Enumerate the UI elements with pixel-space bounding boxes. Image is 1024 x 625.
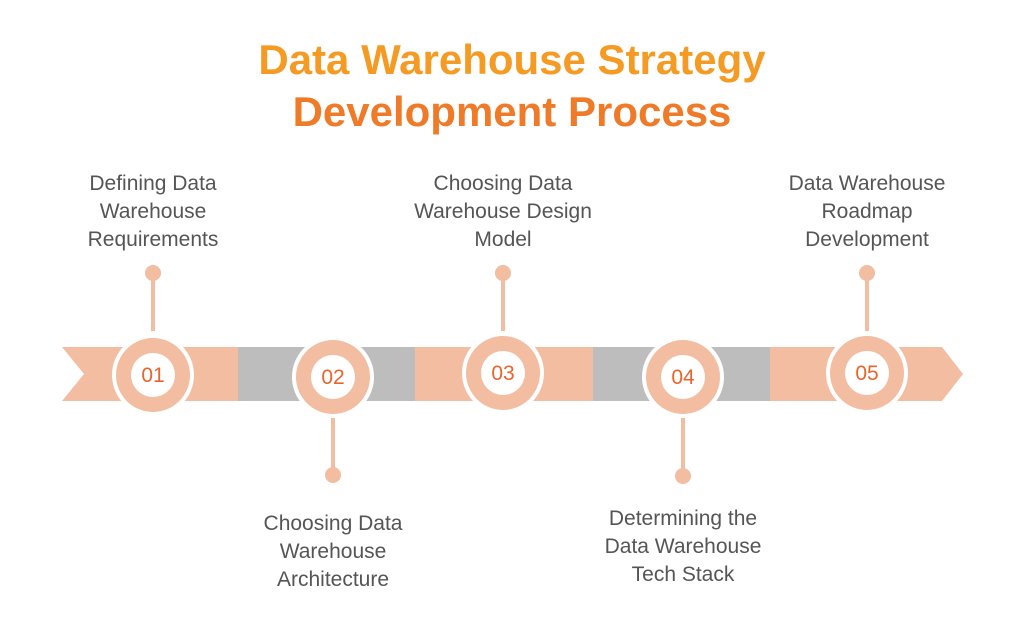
- step-label-line: Tech Stack: [631, 563, 735, 586]
- step-label-line: Warehouse: [279, 540, 387, 563]
- connector-dot: [859, 265, 875, 281]
- title-line-1: Data Warehouse Strategy: [258, 36, 766, 83]
- step-label-line: Warehouse Design: [414, 200, 592, 223]
- step-label-line: Determining the: [608, 507, 758, 530]
- step-circle-inner: [661, 355, 705, 399]
- connector-dot: [325, 467, 341, 483]
- step-circle-inner: [131, 353, 175, 397]
- step-label-line: Development: [805, 228, 929, 251]
- step-label-line: Data Warehouse: [788, 172, 946, 195]
- step-label-line: Data Warehouse: [604, 535, 762, 558]
- step-circle-inner: [481, 351, 525, 395]
- step-label-line: Choosing Data: [433, 172, 573, 195]
- connector-dot: [145, 265, 161, 281]
- connector-dot: [675, 468, 691, 484]
- step-number: 03: [491, 362, 514, 385]
- step-label-line: Warehouse: [99, 200, 207, 223]
- step-label-line: Choosing Data: [263, 512, 403, 535]
- step-number: 05: [855, 362, 878, 385]
- step-number: 02: [321, 366, 344, 389]
- step-label-line: Defining Data: [89, 172, 217, 195]
- title-line-2: Development Process: [292, 88, 732, 135]
- step-circle-inner: [845, 351, 889, 395]
- step-label-line: Architecture: [276, 568, 390, 591]
- connector-dot: [495, 265, 511, 281]
- step-number: 04: [671, 366, 695, 389]
- step-number: 01: [141, 364, 164, 387]
- step-label-line: Requirements: [87, 228, 219, 251]
- step-label-line: Model: [474, 228, 532, 251]
- step-circle-inner: [311, 355, 355, 399]
- step-label-line: Roadmap: [821, 200, 913, 223]
